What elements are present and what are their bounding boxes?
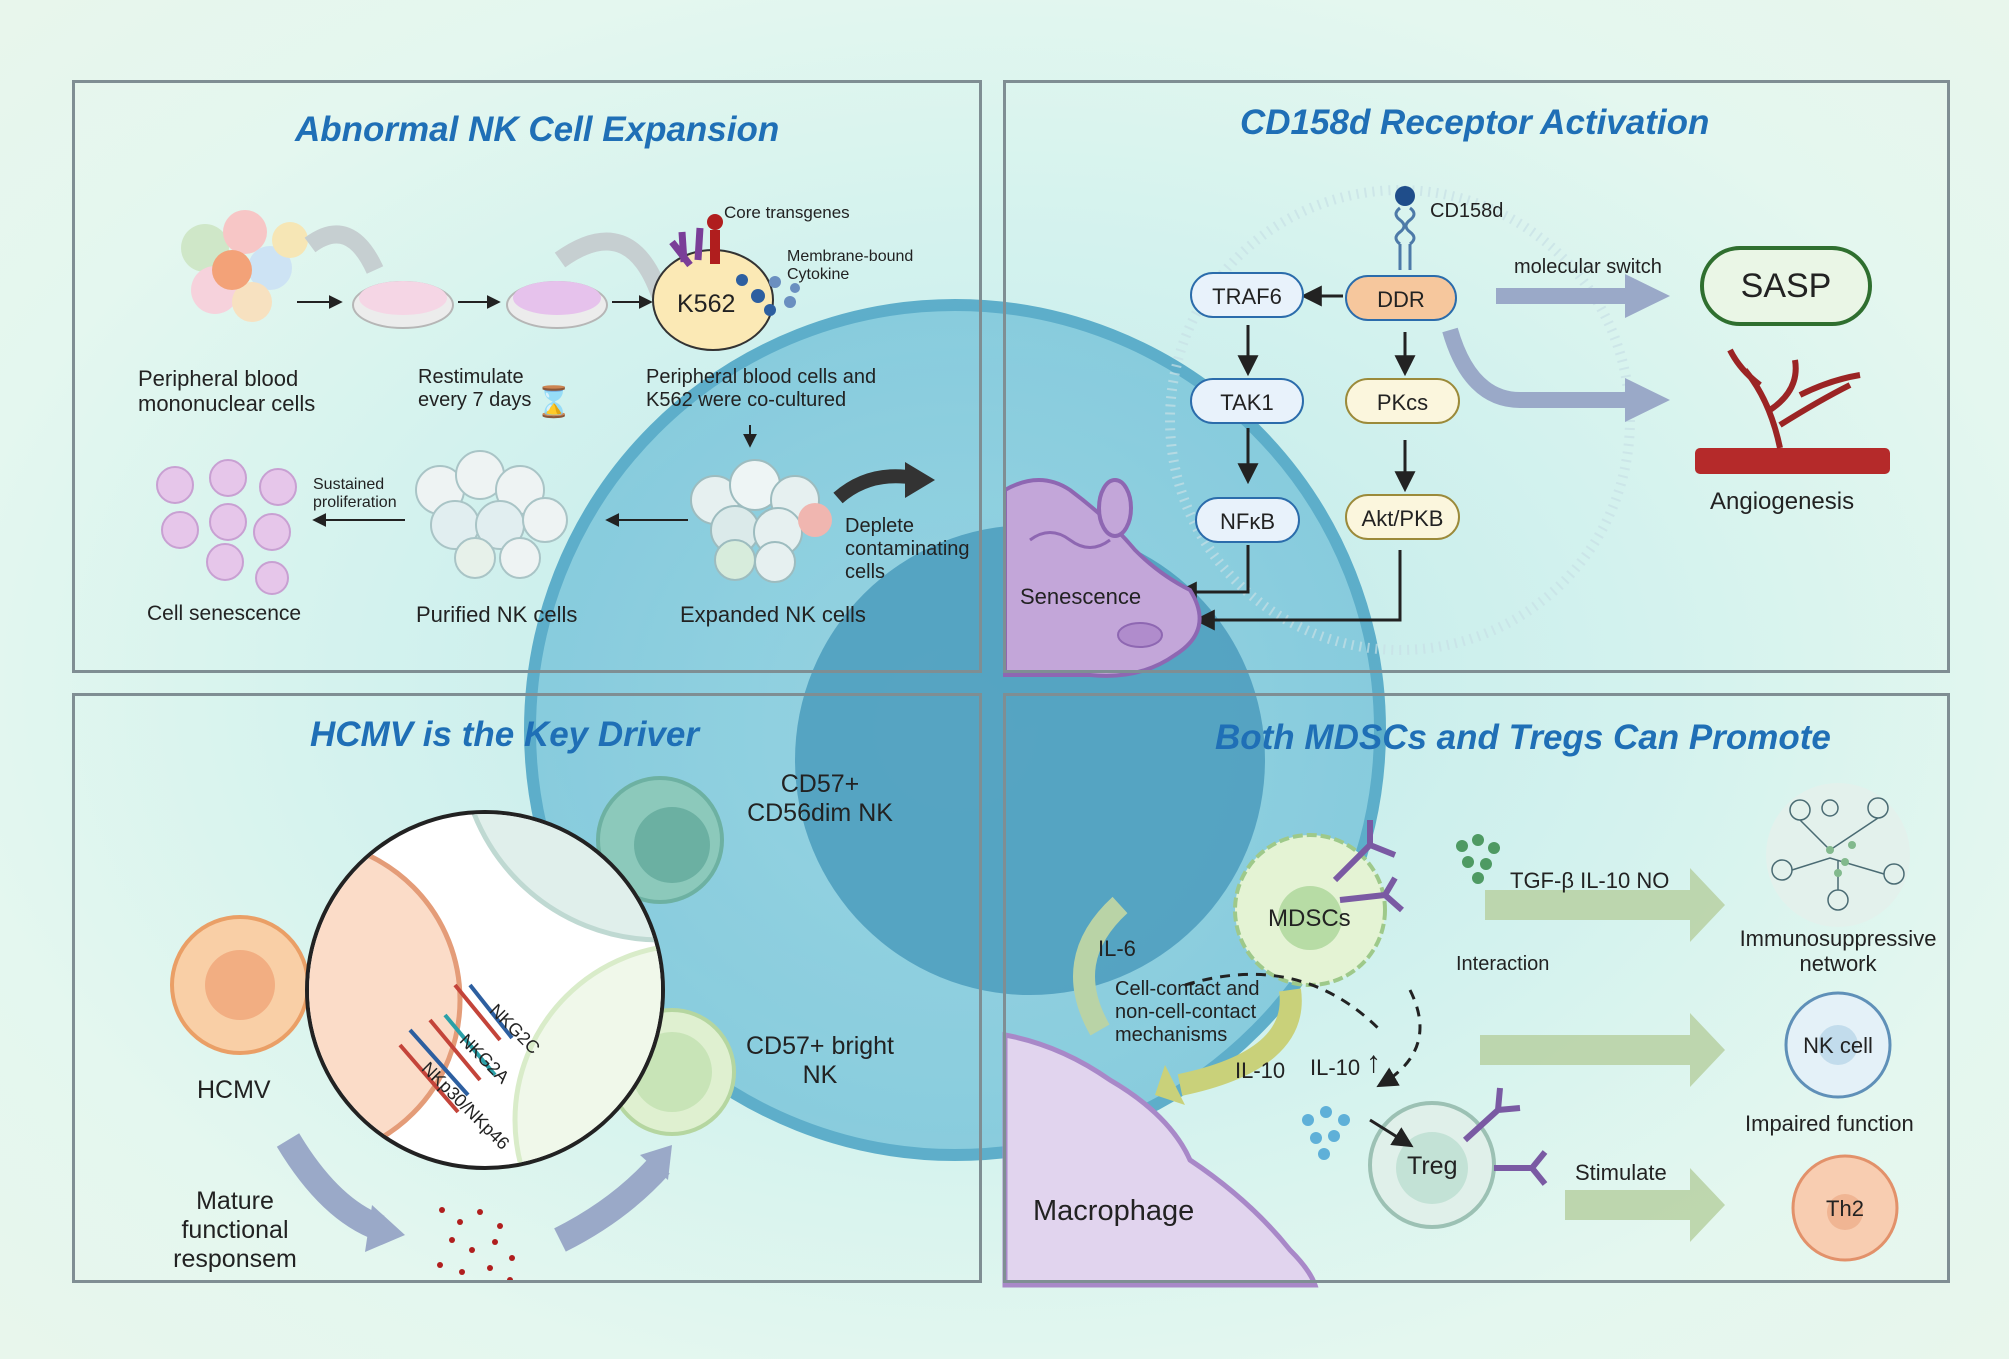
ddr-node: DDR	[1345, 275, 1457, 321]
nfkb-node: NFκB	[1195, 497, 1300, 543]
cycle-arrow-icon	[304, 225, 384, 274]
molecular-switch-label: molecular switch	[1514, 256, 1662, 278]
panel-3-title: HCMV is the Key Driver	[310, 715, 700, 754]
pbmc-label: Peripheral blood mononuclear cells	[138, 366, 316, 417]
tak1-node: TAK1	[1190, 378, 1304, 424]
senescence-label: Senescence	[1020, 584, 1142, 609]
mdsc-label: MDSCs	[1268, 905, 1351, 932]
tgf-molecules-icon	[1456, 834, 1500, 884]
il10-molecules-icon	[1302, 1106, 1350, 1160]
tgf-label: TGF-β IL-10 NO	[1510, 868, 1670, 893]
purified-nk-label: Purified NK cells	[416, 602, 578, 627]
panel-2-title: CD158d Receptor Activation	[1240, 103, 1710, 142]
purified-nk-cluster-icon	[415, 450, 568, 579]
mdsc-cell-icon	[1233, 820, 1404, 987]
immuno-network-icon	[1766, 783, 1910, 927]
expanded-nk-label: Expanded NK cells	[680, 602, 866, 627]
contact-mechanisms-label: Cell-contact and non-cell-contact mechan…	[1115, 978, 1260, 1046]
sasp-node: SASP	[1700, 246, 1872, 326]
th2-label: Th2	[1826, 1196, 1864, 1221]
k562-cell-icon	[652, 214, 800, 351]
hourglass-icon: ⌛	[535, 386, 573, 419]
expanded-nk-cluster-icon	[690, 459, 832, 583]
akt-node: Akt/PKB	[1345, 494, 1460, 540]
il6-label: IL-6	[1098, 936, 1136, 961]
immuno-network-label: Immunosuppressive network	[1739, 926, 1937, 977]
angiogenesis-label: Angiogenesis	[1710, 488, 1855, 515]
membrane-cytokine-label: Membrane-bound Cytokine	[787, 248, 914, 284]
magnified-view-icon	[305, 810, 665, 1170]
il10-label-2: IL-10	[1310, 1055, 1361, 1080]
blood-vessel-icon	[1695, 348, 1890, 474]
senescent-cells-icon	[156, 459, 297, 595]
macrophage-label: Macrophage	[1033, 1195, 1195, 1227]
pbmc-cluster-icon	[181, 210, 308, 322]
k562-label: K562	[677, 290, 736, 318]
hcmv-label: HCMV	[197, 1076, 271, 1104]
stimulate-label: Stimulate	[1575, 1160, 1667, 1185]
panel-cd158d	[1003, 80, 1950, 673]
deplete-label: Deplete contaminating cells	[845, 515, 970, 583]
interaction-label: Interaction	[1456, 953, 1550, 975]
virus-particles-icon	[437, 1207, 515, 1283]
coculture-label: Peripheral blood cells and K562 were co-…	[646, 366, 877, 411]
sustained-proliferation-label: Sustained proliferation	[313, 476, 397, 512]
nk-cell-label: NK cell	[1803, 1033, 1873, 1058]
petri-dish-1-icon	[352, 281, 454, 329]
traf6-node: TRAF6	[1190, 272, 1304, 318]
panel-hcmv	[72, 693, 982, 1283]
macrophage-icon	[1002, 1032, 1319, 1288]
senescent-cell-icon	[1003, 478, 1202, 678]
panel-nk-expansion	[72, 80, 982, 673]
bright-nk-label: CD57+ bright NK	[746, 1032, 894, 1089]
impaired-function-label: Impaired function	[1745, 1111, 1914, 1136]
mature-response-label: Mature functional responsem	[173, 1187, 297, 1273]
cd56dim-label: CD57+ CD56dim NK	[747, 770, 893, 827]
cd158d-receptor-icon	[1394, 186, 1416, 270]
pkcs-node: PKcs	[1345, 378, 1460, 424]
panel-mdsc-treg	[1003, 693, 1950, 1283]
panel-4-title: Both MDSCs and Tregs Can Promote	[1215, 718, 1831, 757]
treg-label: Treg	[1407, 1152, 1458, 1180]
restimulate-label: Restimulate every 7 days	[418, 366, 532, 411]
petri-dish-2-icon	[506, 281, 608, 329]
cd158d-label: CD158d	[1430, 200, 1504, 222]
cell-senescence-label: Cell senescence	[147, 602, 302, 625]
core-transgenes-label: Core transgenes	[724, 203, 850, 222]
il10-label-1: IL-10	[1235, 1058, 1286, 1083]
panel-1-title: Abnormal NK Cell Expansion	[295, 110, 780, 149]
up-arrow-icon: ↑	[1366, 1046, 1381, 1079]
